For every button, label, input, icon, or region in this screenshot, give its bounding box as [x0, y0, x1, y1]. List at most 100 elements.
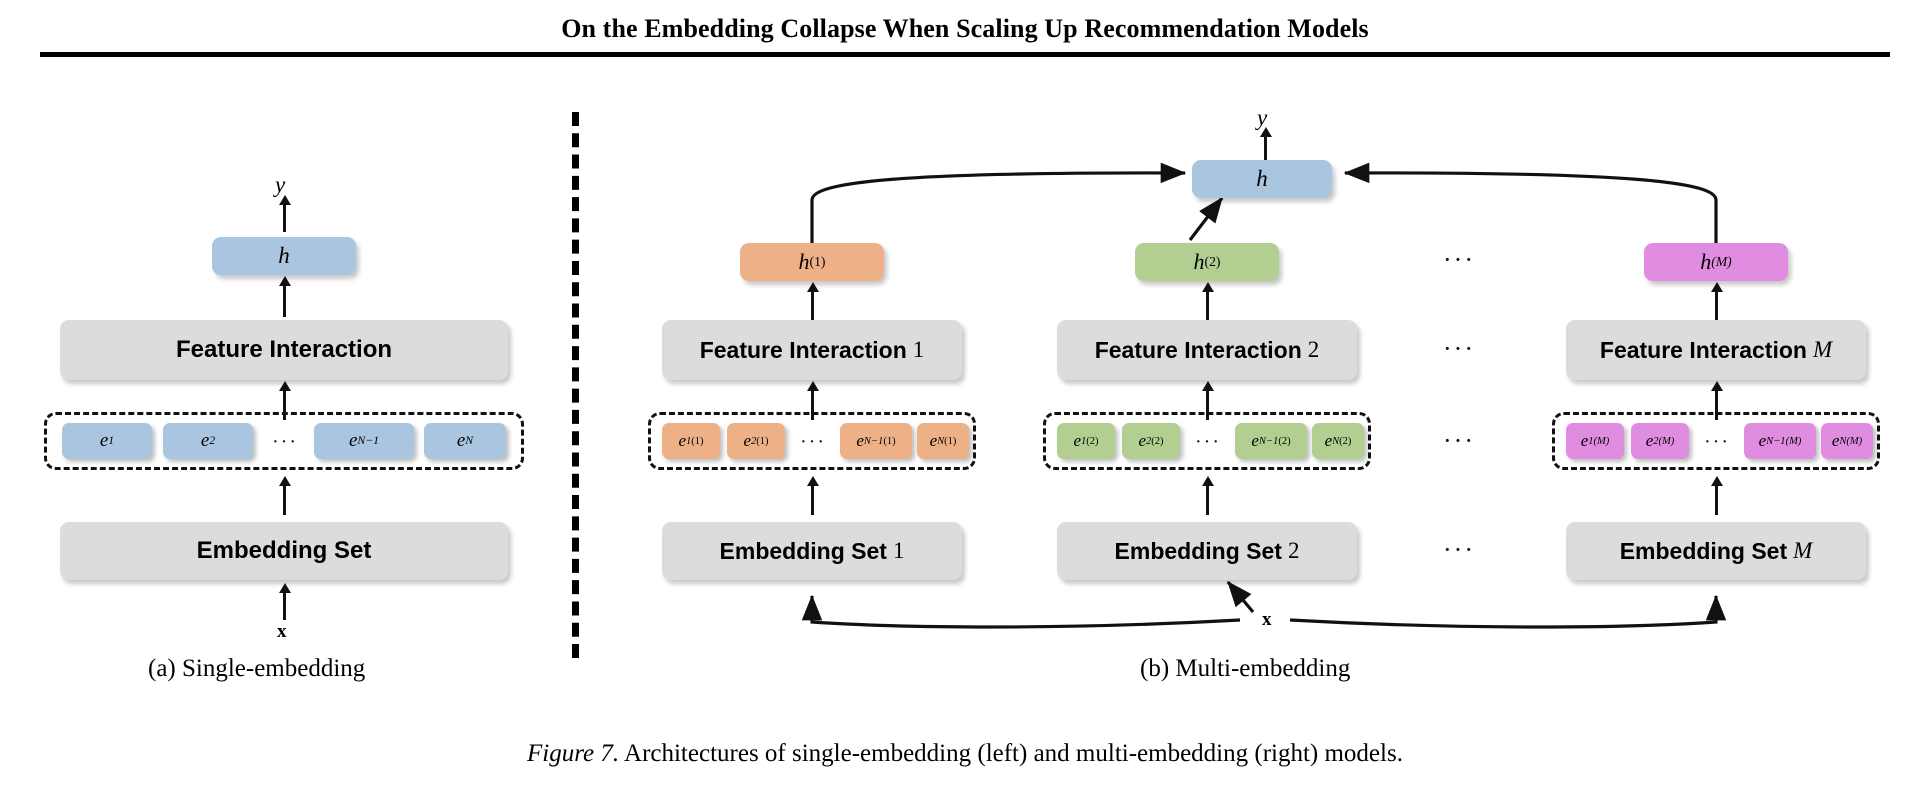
panel-a-embedding-set-box: Embedding Set	[60, 522, 508, 580]
panel-b-arrow-head-to-output	[1264, 136, 1267, 162]
panel-b-feature-interaction-index: 1	[912, 337, 925, 362]
embedding-subscript: N	[1332, 435, 1340, 447]
panel-a-feature-interaction-label: Feature Interaction	[175, 336, 393, 363]
panel-b-feature-interaction-label: Feature Interaction	[699, 336, 907, 363]
panel-b-embedding-ellipsis: ···	[1704, 431, 1730, 453]
panel-b-output-label: y	[1257, 105, 1268, 130]
embedding-base: e	[348, 430, 358, 451]
embedding-superscript: (M)	[1593, 435, 1610, 447]
branch-head-base: h	[1700, 249, 1712, 274]
panel-b-branch-head-box: h(2)	[1135, 243, 1279, 281]
panel-b-embedding-set-index: 1	[892, 538, 905, 563]
panel-b-feature-interaction-box: Feature Interaction 2	[1057, 320, 1357, 380]
panel-b-arrow-set-to-emb	[811, 485, 814, 515]
embedding-base: e	[200, 430, 210, 451]
embedding-superscript: (M)	[1785, 435, 1802, 447]
embedding-base: e	[743, 431, 751, 450]
branch-head-superscript: (2)	[1204, 254, 1221, 269]
embedding-base: e	[1645, 431, 1654, 450]
embedding-base: e	[1138, 431, 1146, 450]
embedding-superscript: (1)	[944, 435, 957, 447]
branch-head-superscript: (M)	[1711, 254, 1732, 269]
embedding-superscript: (2)	[1086, 435, 1099, 447]
panel-b-arrow-emb-to-fi	[811, 390, 814, 420]
panel-b-input-label: x	[1256, 609, 1278, 631]
embedding-subscript: 1	[108, 434, 115, 447]
panel-b-arrow-fi-to-branch-head	[1715, 291, 1718, 321]
panel-b-embedding-group	[1552, 412, 1880, 470]
panel-b-embedding-set-box: Embedding Set M	[1566, 522, 1866, 580]
panel-b-arrow-emb-to-fi	[1206, 390, 1209, 420]
panel-b-arrow-fi-to-branch-head	[1206, 291, 1209, 321]
panel-b-branch-head-box: h(M)	[1644, 243, 1788, 281]
embedding-subscript: 2	[1653, 435, 1659, 447]
embedding-subscript: 2	[1146, 435, 1152, 447]
panel-b-embedding-set-box: Embedding Set 1	[662, 522, 962, 580]
panel-b-embedding-set-index: 2	[1287, 538, 1300, 563]
panel-b-embedding-set-label: Embedding Set	[1619, 537, 1788, 564]
panel-b-embedding-set-index: M	[1793, 538, 1813, 563]
embedding-base: e	[1324, 431, 1333, 450]
embedding-superscript: (2)	[1278, 435, 1291, 447]
embedding-superscript: (M)	[1846, 435, 1863, 447]
panel-b-feature-interaction-index: M	[1812, 337, 1833, 362]
embedding-subscript: 1	[686, 435, 692, 447]
embedding-superscript: (1)	[691, 435, 704, 447]
panel-b-arrow-set-to-emb	[1715, 485, 1718, 515]
panel-a-head-box: h	[212, 237, 356, 275]
panel-a-embedding-group	[44, 412, 524, 470]
embedding-subscript: N	[465, 434, 474, 447]
embedding-base: e	[1831, 431, 1840, 450]
embedding-subscript: 1	[1081, 435, 1087, 447]
branch-head-base: h	[798, 249, 810, 274]
panel-a-input-label: x	[277, 621, 287, 642]
embedding-subscript: 2	[209, 434, 216, 447]
embedding-base: e	[456, 430, 466, 451]
panel-b-head-box-label: h	[1256, 166, 1268, 191]
panel-a-embedding-set-label: Embedding Set	[196, 537, 372, 564]
panel-b-embedding-row-ellipsis: ···	[1443, 426, 1475, 455]
panel-b-feature-interaction-box: Feature Interaction 1	[662, 320, 962, 380]
embedding-superscript: (M)	[1658, 435, 1675, 447]
panel-b-embedding-ellipsis: ···	[1195, 431, 1221, 453]
panel-b-feature-interaction-row-ellipsis: ···	[1443, 334, 1475, 363]
panel-b-caption: (b) Multi-embedding	[1140, 655, 1351, 682]
panel-a-caption: (a) Single-embedding	[148, 655, 366, 682]
panel-b-embedding-set-row-ellipsis: ···	[1443, 535, 1475, 564]
panel-a-output-label: y	[275, 172, 286, 197]
title-divider-rule	[40, 52, 1890, 57]
embedding-base: e	[1758, 431, 1767, 450]
panel-a-arrow-emb-to-fi	[283, 390, 286, 420]
panel-a-arrow-head-to-output	[283, 204, 286, 232]
embedding-superscript: (1)	[756, 435, 769, 447]
panel-a-arrow-set-to-emb	[283, 485, 286, 515]
embedding-superscript: (2)	[1151, 435, 1164, 447]
panel-a-feature-interaction-box: Feature Interaction	[60, 320, 508, 380]
panel-b-branch-head-box: h(1)	[740, 243, 884, 281]
panel-a-arrow-fi-to-head	[283, 285, 286, 317]
embedding-base: e	[1251, 431, 1259, 450]
embedding-subscript: N−1	[357, 434, 380, 447]
embedding-base: e	[1073, 431, 1081, 450]
branch-head-base: h	[1193, 249, 1205, 274]
embedding-base: e	[1580, 431, 1589, 450]
panel-b-head-row-ellipsis: ···	[1443, 245, 1475, 274]
panel-b-embedding-set-label: Embedding Set	[719, 537, 887, 564]
panel-b-embedding-ellipsis: ···	[800, 431, 826, 453]
embedding-subscript: N	[1839, 435, 1847, 447]
embedding-base: e	[678, 431, 686, 450]
embedding-base: e	[99, 430, 109, 451]
panel-a-arrow-input-to-set	[283, 592, 286, 620]
panel-b-head-box: h	[1192, 160, 1332, 198]
branch-head-superscript: (1)	[809, 254, 826, 269]
